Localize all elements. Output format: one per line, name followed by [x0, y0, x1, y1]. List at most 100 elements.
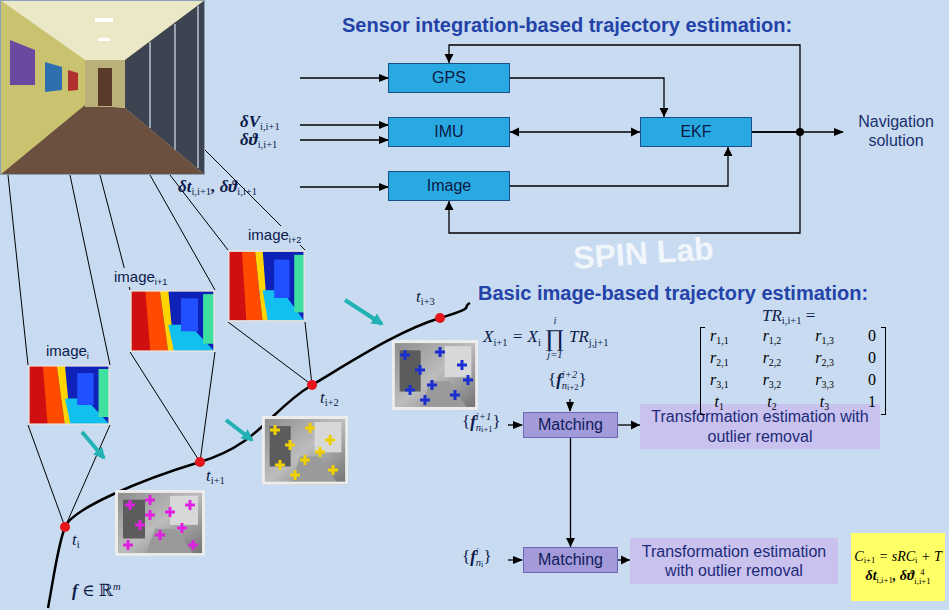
- arrow-head: [566, 538, 575, 547]
- math-text: 0: [868, 371, 876, 388]
- math-text: 3,3: [821, 379, 833, 390]
- math-text: Image: [427, 177, 471, 194]
- math-text: δϑ: [240, 130, 258, 149]
- connector-line: [510, 147, 728, 186]
- text-line: Transformation estimation with outlier r…: [638, 542, 830, 580]
- process-box: Transformation estimation with outlier r…: [630, 538, 838, 584]
- matrix-cell: r1,1: [710, 327, 729, 349]
- math-text: 1,3: [821, 335, 833, 346]
- arrow-head: [660, 108, 669, 117]
- extract-arrows: [82, 300, 382, 458]
- label: Sensor integration-based trajectory esti…: [342, 14, 792, 37]
- math-text: j,j+1: [589, 337, 609, 348]
- math-text: i: [481, 559, 483, 569]
- math-text: f: [556, 370, 562, 389]
- node-content: IMU: [434, 122, 463, 141]
- math-text: C: [854, 549, 863, 564]
- arrow-head: [445, 201, 454, 210]
- connector: [618, 556, 630, 565]
- math-text: 4: [914, 568, 930, 577]
- math-row: t3: [820, 393, 829, 410]
- math-text: n: [562, 380, 567, 391]
- process-box: Matching: [523, 547, 618, 573]
- text-line: δti,i+1, δϑ4i,i+1: [854, 567, 941, 586]
- math-text: t: [715, 393, 719, 410]
- math-text: r: [815, 371, 821, 388]
- label: {fi+1ni+1}: [462, 412, 501, 434]
- math-text: n: [476, 422, 481, 433]
- math-text: i+1: [476, 412, 493, 423]
- math-stack: i+1ni+1: [476, 412, 493, 434]
- matrix-cell: r3,1: [710, 371, 729, 393]
- math-text: f: [72, 581, 78, 600]
- math-text: i: [77, 539, 80, 550]
- math-text: t: [767, 393, 771, 410]
- math-text: i,i+1: [260, 121, 280, 132]
- feature-marks: [123, 495, 198, 550]
- math-row: ni+1: [476, 423, 493, 434]
- math-text: Basic image-based trajectory estimation:: [478, 282, 868, 304]
- text-line: Image: [427, 176, 471, 195]
- math-text: i+1: [864, 555, 876, 565]
- math-row: r3,3: [815, 371, 834, 388]
- node-content: Matching: [538, 415, 603, 434]
- math-text: i+2: [562, 370, 579, 381]
- connector: [510, 147, 733, 186]
- text-line: IMU: [434, 122, 463, 141]
- math-text: i,i+1: [191, 186, 211, 197]
- matrix-cell: r2,1: [710, 349, 729, 371]
- math-text: i+2: [567, 382, 578, 392]
- matrix-cell: r3,3: [815, 371, 834, 393]
- math-text: image: [114, 268, 155, 285]
- label: {fi+2ni+2}: [548, 370, 587, 392]
- math-text: ∈ ℝ: [82, 581, 113, 600]
- label: {fini}: [462, 547, 492, 569]
- math-text: r: [763, 327, 769, 344]
- matrix-cell: t2: [767, 393, 776, 415]
- math-text: i: [476, 547, 484, 558]
- math-text: IMU: [434, 123, 463, 140]
- math-stack: i∏j=1: [545, 316, 565, 361]
- math-text: r: [710, 371, 716, 388]
- matrix-cell: t3: [820, 393, 829, 415]
- math-text: f: [470, 547, 476, 566]
- math-text: i+2: [289, 235, 302, 245]
- node-content: Transformation estimation with outlier r…: [638, 542, 830, 580]
- math-text: 1: [868, 393, 876, 410]
- math-text: X: [483, 327, 493, 346]
- math-text: 1: [719, 401, 724, 412]
- label: Basic image-based trajectory estimation:: [478, 282, 868, 305]
- math-row: f∈ ℝm: [72, 581, 121, 600]
- matrix-cell: 0: [868, 349, 876, 371]
- node-content: EKF: [680, 122, 711, 141]
- label: δVi,i+1: [240, 112, 280, 132]
- matrix-bracket: [881, 327, 886, 415]
- matrix-cell: t1: [715, 393, 724, 415]
- matrix-cell: r2,3: [815, 349, 834, 371]
- connector-line: [570, 438, 571, 547]
- label: imagei+2: [246, 226, 304, 245]
- math-row: ti+3: [416, 287, 435, 306]
- math-text: }: [578, 370, 586, 389]
- math-text: EKF: [680, 123, 711, 140]
- math-text: i,i+1: [914, 577, 930, 586]
- input-arrows: [300, 78, 843, 560]
- feature-marks: [270, 423, 338, 480]
- math-text: r: [763, 349, 769, 366]
- label: f∈ ℝm: [72, 580, 121, 601]
- arrow-head: [724, 147, 733, 156]
- math-text: δt: [178, 177, 191, 196]
- math-text: i+2: [325, 397, 339, 408]
- math-text: Matching: [538, 416, 603, 433]
- label: ti+1: [206, 466, 225, 486]
- math-text: ∏: [545, 327, 565, 351]
- math-row: Ci+1= sRCi+ T: [854, 549, 941, 564]
- matrix-cell: r1,2: [763, 327, 782, 349]
- math-row: r2,2: [763, 349, 782, 366]
- math-text: =: [806, 306, 816, 325]
- math-text: }: [483, 547, 491, 566]
- math-text: , δϑ: [211, 177, 237, 196]
- math-text: 1,2: [769, 335, 781, 346]
- math-text: i+1: [493, 337, 507, 348]
- math-text: i,i+1: [237, 186, 257, 197]
